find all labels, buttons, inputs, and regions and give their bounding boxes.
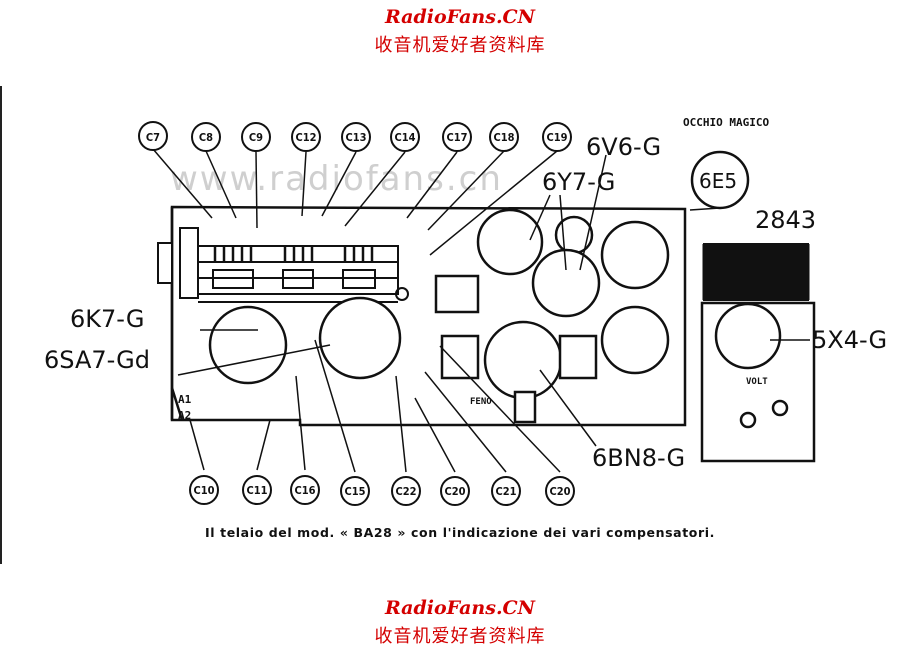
cap-c21: C21 [495, 485, 516, 498]
tube-6k7g: 6K7-G [70, 305, 144, 333]
cap-c8: C8 [199, 131, 213, 144]
cap-c15: C15 [344, 485, 365, 498]
cap-c12: C12 [295, 131, 316, 144]
header-subtitle: 收音机爱好者资料库 [374, 35, 546, 56]
cap-c20: C20 [444, 485, 465, 498]
cap-c22: C22 [395, 485, 416, 498]
antenna-a2: A2 [178, 409, 191, 422]
cap-c7: C7 [146, 131, 160, 144]
leader-lines [152, 148, 810, 473]
watermark: www.radiofans.cn [170, 159, 503, 199]
left-border [0, 86, 2, 564]
cap-c19: C19 [546, 131, 567, 144]
power-section [700, 301, 816, 463]
cap-c9: C9 [249, 131, 263, 144]
cap-c10: C10 [193, 484, 214, 497]
cap-c17: C17 [446, 131, 467, 144]
cap-bubbles-top [138, 121, 572, 152]
tube-6bn8g: 6BN8-G [592, 444, 685, 472]
volt-label: VOLT [746, 377, 768, 387]
tube-6e5: 6E5 [699, 169, 737, 193]
tube-5x4g: 5X4-G [812, 326, 887, 354]
cap-c13: C13 [345, 131, 366, 144]
footer-subtitle: 收音机爱好者资料库 [374, 626, 546, 647]
footer-brand: RadioFans.CN [384, 597, 536, 619]
transformer-label: 2843 [755, 206, 816, 234]
tube-6v6g: 6V6-G [586, 133, 661, 161]
cap-c18: C18 [493, 131, 514, 144]
transformer [702, 243, 810, 301]
cap-bubbles-bottom [189, 475, 575, 506]
figure-caption: Il telaio del mod. « BA28 » con l'indica… [205, 525, 715, 540]
cap-c14: C14 [394, 131, 415, 144]
header-brand: RadioFans.CN [384, 6, 536, 28]
cap-c16: C16 [294, 484, 315, 497]
tube-6y7g: 6Y7-G [542, 168, 615, 196]
occhio-magico-label: OCCHIO MAGICO [683, 116, 769, 129]
cap-c20-b: C20 [549, 485, 570, 498]
tuning-gang [157, 227, 409, 303]
tube-sockets [208, 208, 670, 424]
tube-6sa7gd: 6SA7-Gd [44, 346, 150, 374]
cap-c11: C11 [246, 484, 267, 497]
antenna-a1: A1 [178, 393, 192, 406]
feno-label: FENO [470, 397, 492, 407]
